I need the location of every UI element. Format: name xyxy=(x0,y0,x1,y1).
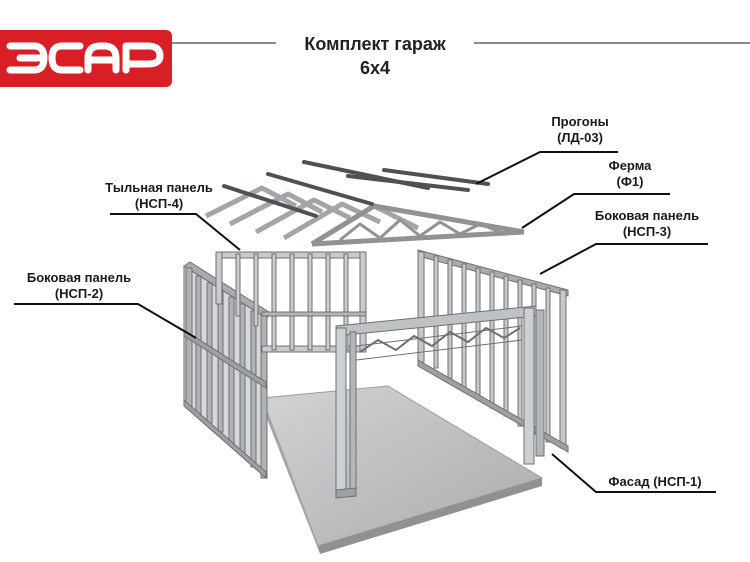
leader-ferma xyxy=(521,193,670,229)
roof-trusses xyxy=(204,185,525,247)
label-ferma: Ферма (Ф1) xyxy=(590,158,670,190)
label-fasad-text: Фасад (НСП-1) xyxy=(608,474,702,489)
label-fasad: Фасад (НСП-1) xyxy=(594,474,716,490)
label-tylnaya-name: Тыльная панель xyxy=(105,180,213,195)
brand-logo-mark xyxy=(6,42,164,74)
floor-slab xyxy=(261,385,544,554)
title-rule-right xyxy=(474,42,750,44)
leader-progony xyxy=(475,151,618,185)
title-rule-left xyxy=(172,42,276,44)
leader-fasad xyxy=(551,453,716,493)
left-side-panel xyxy=(183,261,273,480)
label-bokovaya-right-name: Боковая панель xyxy=(594,208,700,223)
page-title: Комплект гараж 6х4 xyxy=(280,32,470,80)
label-bokovaya-right: Боковая панель (НСП-3) xyxy=(582,208,712,240)
label-ferma-code: (Ф1) xyxy=(616,174,644,189)
label-progony-code: (ЛД-03) xyxy=(557,130,603,145)
leader-bokovaya-right xyxy=(539,243,708,275)
label-tylnaya: Тыльная панель (НСП-4) xyxy=(84,180,234,212)
label-progony: Прогоны (ЛД-03) xyxy=(530,114,630,146)
leader-lines xyxy=(14,151,716,493)
roof-purlins xyxy=(222,160,490,218)
label-bokovaya-left-name: Боковая панель xyxy=(26,270,132,285)
label-bokovaya-left: Боковая панель (НСП-2) xyxy=(14,270,144,302)
title-line-2: 6х4 xyxy=(359,58,391,78)
back-panel xyxy=(215,251,367,353)
label-tylnaya-code: (НСП-4) xyxy=(134,196,184,211)
front-facade xyxy=(335,305,545,499)
label-bokovaya-right-code: (НСП-3) xyxy=(622,224,672,239)
label-bokovaya-left-code: (НСП-2) xyxy=(54,286,104,301)
label-progony-name: Прогоны xyxy=(551,114,609,129)
title-line-1: Комплект гараж xyxy=(304,34,446,54)
brand-logo xyxy=(0,30,172,87)
leader-tylnaya xyxy=(110,213,241,251)
leader-bokovaya-left xyxy=(14,303,197,339)
label-ferma-name: Ферма xyxy=(608,158,652,173)
